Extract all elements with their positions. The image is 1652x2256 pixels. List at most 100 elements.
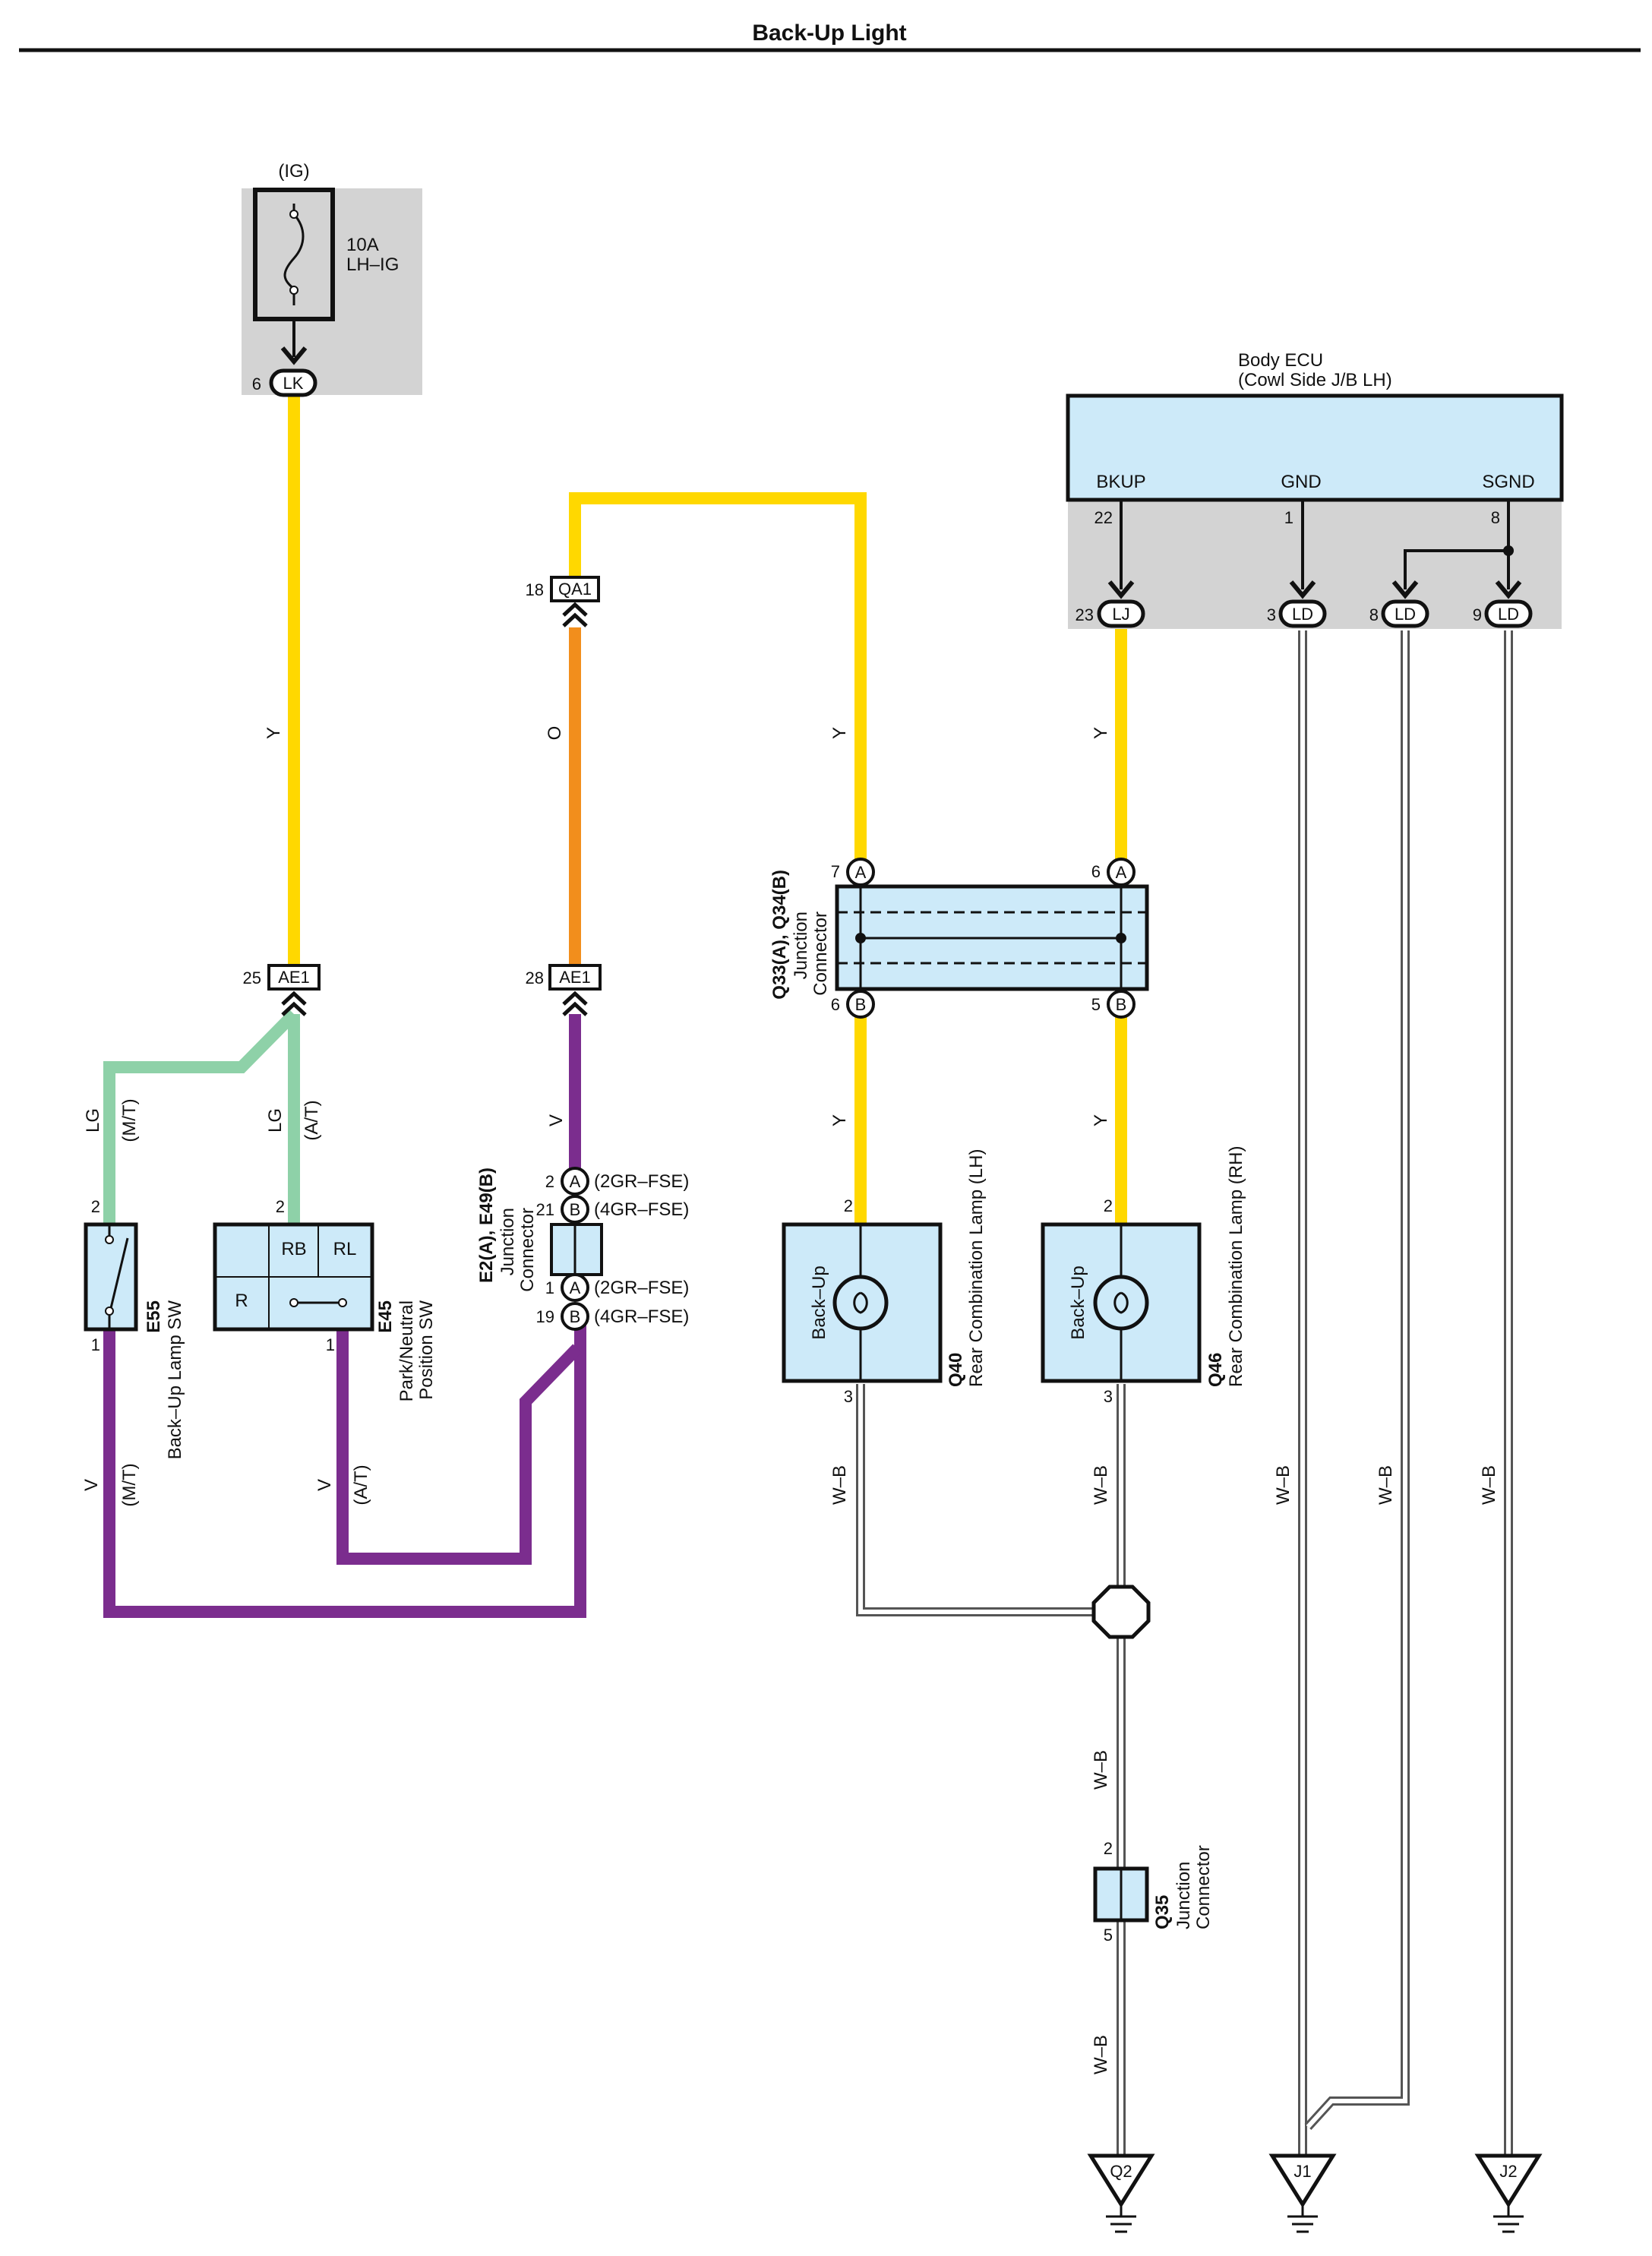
q33-br-letter: B [1116,995,1127,1014]
ecu-pin-bkup: 22 [1094,508,1113,527]
q40-code: Q40 [946,1353,966,1387]
e2-body [550,1223,603,1276]
fuse-pin: 6 [252,374,261,393]
q46-pin-bottom: 3 [1104,1387,1113,1406]
ecu-arrow-icon [1107,580,1135,599]
ground-j2-triangle-icon [1474,2153,1543,2208]
fuse-arrow-icon [280,346,308,365]
diagram-title: Back-Up Light [752,21,906,46]
wire-label-y-mid: Y [829,727,850,739]
q33-tl-pin: 7 [831,862,840,881]
q46-name: Rear Combination Lamp (RH) [1226,1146,1246,1387]
ecu-name-line1: Body ECU [1238,350,1323,371]
q35-pin-bottom: 5 [1104,1926,1113,1945]
e45-r: R [235,1291,248,1311]
wire-label-v-at: V [314,1479,335,1491]
fuse-circuit-label: (IG) [278,161,309,182]
e2-p1-note: (2GR–FSE) [594,1171,689,1192]
q40-pin-bottom: 3 [844,1387,853,1406]
q35-junction-connector: 2 5 Q35 Junction Connector [1093,1839,1214,1945]
e55-name: Back–Up Lamp SW [165,1300,185,1460]
wire-label-y-right: Y [1091,727,1111,739]
qa1-pin: 18 [526,580,544,599]
wire-label-wb-ld8: W–B [1376,1465,1396,1505]
q33-name-line2: Connector [810,912,831,996]
wire-label-wb-j1: W–B [1273,1465,1293,1505]
ecu-out-connector-3-label: LD [1395,605,1416,624]
ae1-mid-pin: 28 [526,968,544,987]
e2-e49-junction-connector: 2 A (2GR–FSE) 21 B (4GR–FSE) 1 A (2GR–FS… [476,1167,689,1331]
e55-backup-lamp-switch: 2 1 E55 Back–Up Lamp SW [84,1197,185,1460]
e55-switch-contact-icon [109,1237,129,1309]
ecu-sgnd-junction-dot [1503,545,1514,556]
q40-bulb-icon [832,1275,889,1331]
wire-label-o: O [545,726,565,741]
q35-code: Q35 [1152,1895,1173,1929]
ecu-arrow-icon [1495,580,1522,599]
q33-tl-letter: A [855,863,867,882]
q46-bulb-icon [1093,1275,1149,1331]
e45-park-neutral-switch: 2 RB RL R 1 E45 Park/Neutral Position SW [213,1197,437,1401]
qa1-label: QA1 [558,580,592,599]
wire-v-mt [103,1318,586,1618]
wire-v-at [336,1329,582,1565]
ae1-left-label: AE1 [278,968,310,987]
wire-label-lg-mt-note: (M/T) [119,1098,140,1142]
connector-ae1-left: 25 AE1 [243,964,321,1016]
ground-q2: Q2 [1087,2153,1155,2233]
q46-code: Q46 [1205,1353,1226,1387]
ecu-terminal-gnd: GND [1281,472,1321,492]
fuse-connector-label: LK [283,374,304,393]
e2-p1-num: 2 [545,1172,554,1191]
wire-label-v-mt: V [81,1479,102,1491]
ae1-mid-chevron-icon [562,991,588,1016]
e2-name-line1: Junction [497,1208,518,1275]
ecu-out-pin-4: 9 [1473,605,1482,624]
body-ecu: Body ECU (Cowl Side J/B LH) BKUP GND SGN… [1066,350,1564,628]
e55-pin-bottom: 1 [91,1335,100,1354]
q33-name-line1: Junction [791,912,811,979]
wire-y-qa1-to-q33 [569,492,867,874]
e45-rb: RB [281,1239,306,1259]
connector-qa1: 18 QA1 [526,576,600,627]
wire-label-wb-lower2: W–B [1091,2035,1111,2074]
ecu-arrow-icon [1391,580,1419,599]
ground-q2-label: Q2 [1110,2162,1132,2181]
ecu-terminal-sgnd: SGND [1482,472,1534,492]
q40-rear-combination-lamp-lh: 2 Back–Up 3 Q40 Rear Combination Lamp (L… [782,1149,987,1406]
ecu-out-pin-2: 3 [1267,605,1276,624]
e2-p2-note: (4GR–FSE) [594,1199,689,1220]
wire-label-lg-mt: LG [83,1108,103,1133]
q35-pin-top: 2 [1104,1839,1113,1858]
e2-p2-num: 21 [536,1200,554,1219]
wire-label-wb-q40: W–B [829,1465,850,1505]
ae1-left-box [267,964,321,991]
ecu-pin-sgnd: 8 [1491,508,1500,527]
e2-p3-note: (2GR–FSE) [594,1278,689,1298]
wire-label-lg-at: LG [265,1108,286,1133]
e45-pin-top: 2 [276,1197,285,1216]
e2-p3-num: 1 [545,1278,554,1297]
ground-q2-triangle-icon [1087,2153,1155,2208]
wire-label-wb-j2: W–B [1479,1465,1499,1505]
wire-label-v-at-note: (A/T) [351,1465,371,1505]
ground-j1-label: J1 [1293,2162,1311,2181]
e2-p4-num: 19 [536,1307,554,1326]
ecu-out-connector-4-label: LD [1498,605,1519,624]
q33-bl-letter: B [855,995,867,1014]
q33-tr-pin: 6 [1091,862,1101,881]
ecu-out-connector-3 [1381,599,1429,628]
ecu-name-line2: (Cowl Side J/B LH) [1238,370,1392,390]
fuse-element-icon [283,204,305,305]
wb-wires [856,630,1513,2169]
ae1-mid-label: AE1 [559,968,591,987]
q35-name-line1: Junction [1173,1862,1194,1929]
e2-name-line2: Connector [517,1208,538,1292]
ecu-pin-gnd: 1 [1284,508,1293,527]
ecu-out-pin-3: 8 [1369,605,1379,624]
wire-label-lg-at-note: (A/T) [302,1100,322,1140]
ecu-out-connector-2-label: LD [1292,605,1313,624]
wire-label-v-upper: V [546,1114,567,1126]
e45-pin-bottom: 1 [326,1335,335,1354]
fuse-name: LH–IG [346,254,399,275]
